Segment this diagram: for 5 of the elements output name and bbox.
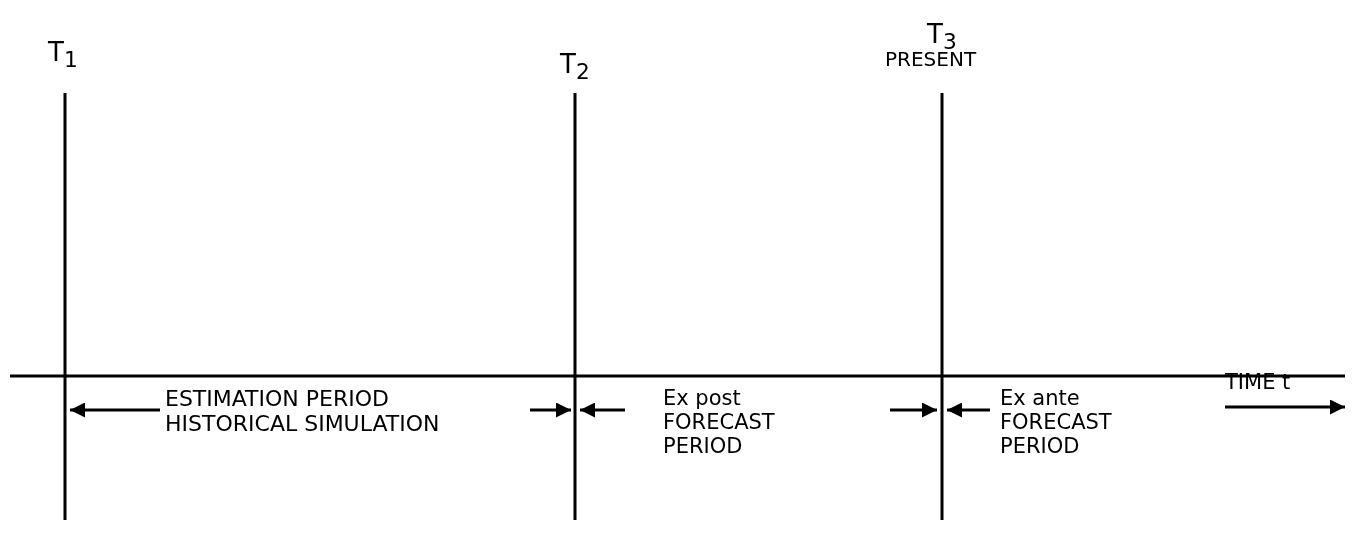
period-label: Ex post FORECAST PERIOD <box>663 386 776 459</box>
time-point-label: T$_{2}$ <box>560 50 591 86</box>
time-point-label: T$_{1}$ <box>48 38 79 74</box>
period-label: ESTIMATION PERIOD HISTORICAL SIMULATION <box>165 386 441 437</box>
period-label: Ex ante FORECAST PERIOD <box>1000 386 1113 459</box>
